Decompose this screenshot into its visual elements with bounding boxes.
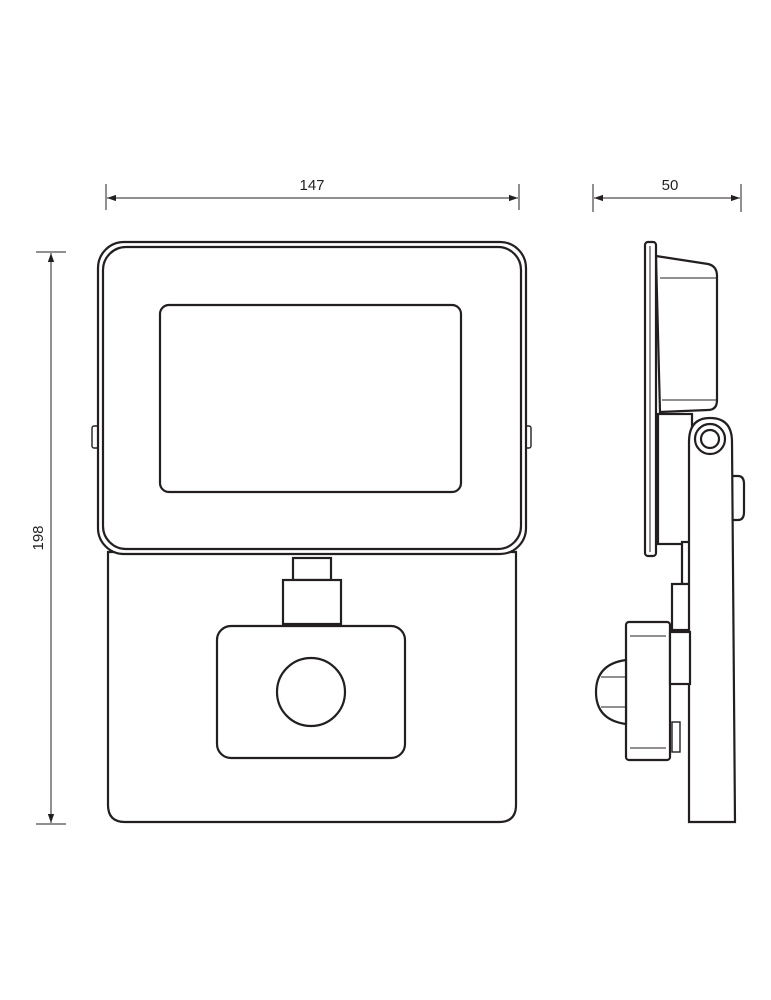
- height-dimension-label: 198: [30, 525, 47, 550]
- front-lamp-head-inner-rim: [101, 245, 523, 551]
- side-connector-lower: [670, 582, 692, 632]
- sensor-neck: [281, 578, 343, 626]
- depth-dimension-label: 50: [662, 177, 679, 194]
- side-sensor-clip: [671, 721, 681, 753]
- side-heatsink-body: [654, 254, 719, 414]
- hinge-bolt: [699, 428, 721, 450]
- width-dimension-label: 147: [299, 177, 324, 194]
- side-sensor-dome: [594, 658, 628, 726]
- side-sensor-housing: [624, 620, 672, 762]
- height-dimension: 198: [30, 251, 66, 825]
- side-bracket-arm: [687, 416, 737, 824]
- side-sensor-mount: [668, 630, 692, 686]
- width-dimension: 147: [105, 177, 520, 210]
- pir-sensor-lens: [275, 656, 347, 728]
- side-lower-body: [656, 412, 694, 546]
- front-view: [91, 240, 532, 824]
- side-rear-knob: [730, 474, 746, 522]
- sensor-neck-top: [291, 556, 333, 582]
- led-window: [158, 303, 463, 494]
- side-view: [594, 240, 746, 824]
- depth-dimension: 50: [592, 177, 742, 212]
